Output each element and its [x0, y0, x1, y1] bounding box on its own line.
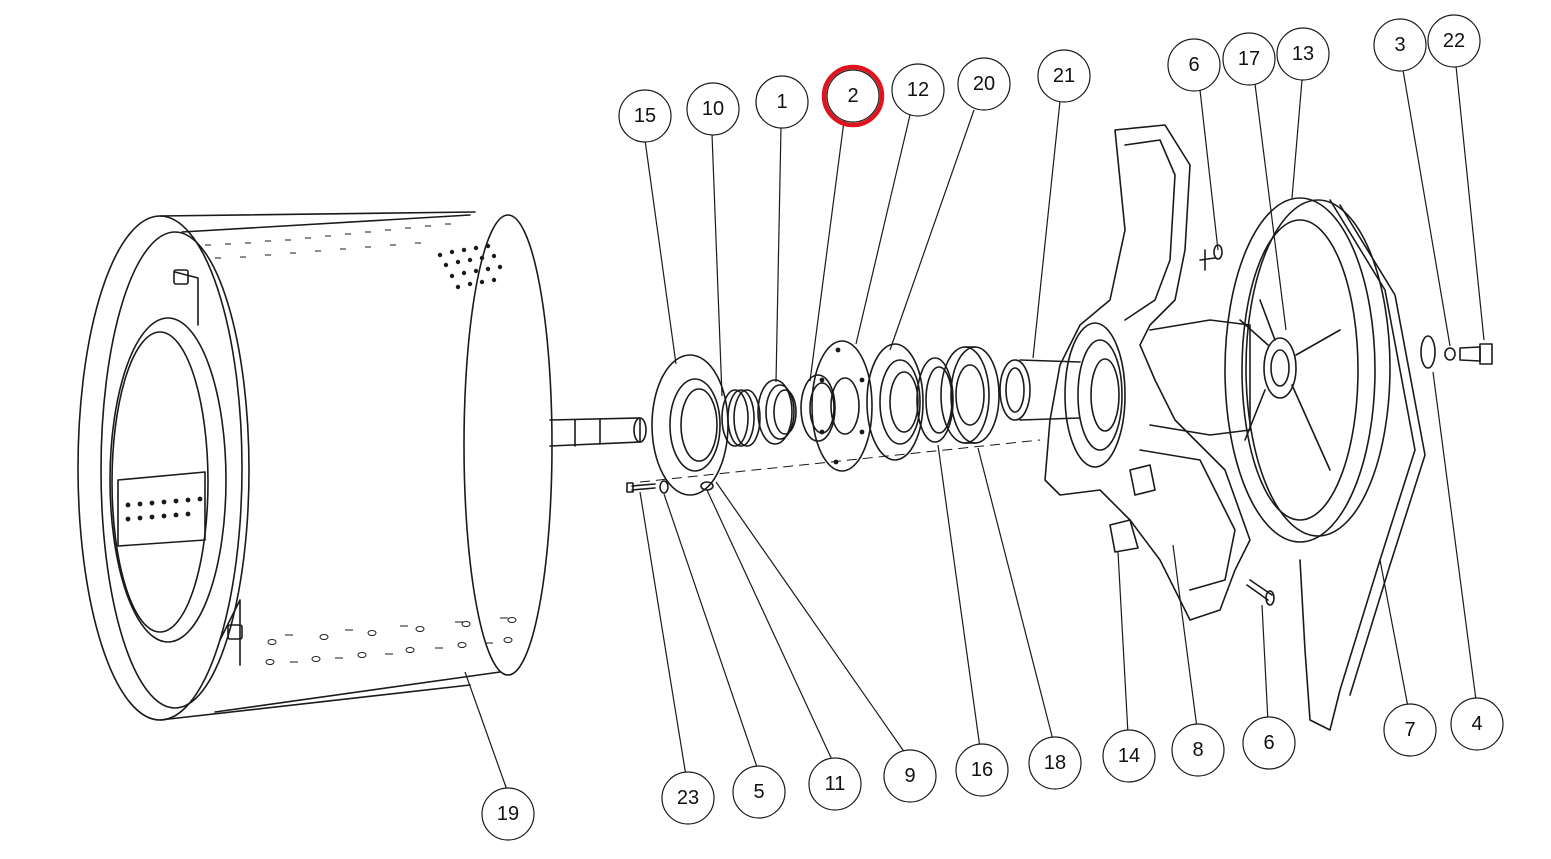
callout-7: 7	[1383, 703, 1437, 757]
svg-text:3: 3	[1394, 34, 1405, 56]
callout-17: 17	[1222, 32, 1276, 86]
svg-text:6: 6	[1263, 732, 1274, 754]
svg-text:12: 12	[907, 79, 929, 101]
svg-text:1: 1	[776, 91, 787, 113]
callout-16: 16	[955, 743, 1009, 797]
highlight-ring	[821, 64, 885, 128]
callout-22: 22	[1427, 14, 1481, 68]
callout-5: 5	[732, 765, 786, 819]
svg-text:2: 2	[847, 85, 858, 107]
svg-text:6: 6	[1188, 54, 1199, 76]
svg-text:14: 14	[1118, 745, 1140, 767]
callout-20: 20	[957, 57, 1011, 111]
callout-6-top: 6	[1167, 38, 1221, 92]
callout-1: 1	[755, 75, 809, 129]
rear-bracket	[1044, 124, 1275, 621]
svg-text:10: 10	[702, 98, 724, 120]
drum-assembly	[77, 211, 647, 721]
hub-parts	[626, 340, 1081, 496]
svg-text:15: 15	[634, 105, 656, 127]
svg-text:18: 18	[1044, 752, 1066, 774]
callout-2-highlighted: 2	[821, 64, 885, 128]
callout-19: 19	[481, 787, 535, 841]
callout-18: 18	[1028, 736, 1082, 790]
svg-text:16: 16	[971, 759, 993, 781]
leader-lines	[464, 65, 1485, 791]
svg-text:22: 22	[1443, 30, 1465, 52]
svg-text:17: 17	[1238, 48, 1260, 70]
callout-8: 8	[1171, 723, 1225, 777]
svg-text:8: 8	[1192, 739, 1203, 761]
svg-text:13: 13	[1292, 43, 1314, 65]
svg-text:7: 7	[1404, 719, 1415, 741]
svg-text:20: 20	[973, 73, 995, 95]
callout-10: 10	[686, 82, 740, 136]
callout-23: 23	[661, 771, 715, 825]
callout-12: 12	[891, 63, 945, 117]
svg-text:21: 21	[1053, 65, 1075, 87]
svg-text:5: 5	[753, 781, 764, 803]
callout-9: 9	[883, 749, 937, 803]
callout-11: 11	[808, 757, 862, 811]
callout-14: 14	[1102, 729, 1156, 783]
callout-6-bottom: 6	[1242, 716, 1296, 770]
pulley-and-belt	[1224, 197, 1493, 731]
callout-21: 21	[1037, 49, 1091, 103]
svg-text:19: 19	[497, 803, 519, 825]
svg-text:23: 23	[677, 787, 699, 809]
svg-text:11: 11	[825, 773, 846, 795]
callout-bubbles: 15 10 1 2 12 20 21 6 17 13 3 22 23 5 11 …	[481, 14, 1504, 841]
callout-15: 15	[618, 89, 672, 143]
callout-3: 3	[1373, 18, 1427, 72]
svg-text:9: 9	[904, 765, 915, 787]
callout-13: 13	[1276, 27, 1330, 81]
callout-4: 4	[1450, 697, 1504, 751]
svg-text:4: 4	[1471, 713, 1482, 735]
